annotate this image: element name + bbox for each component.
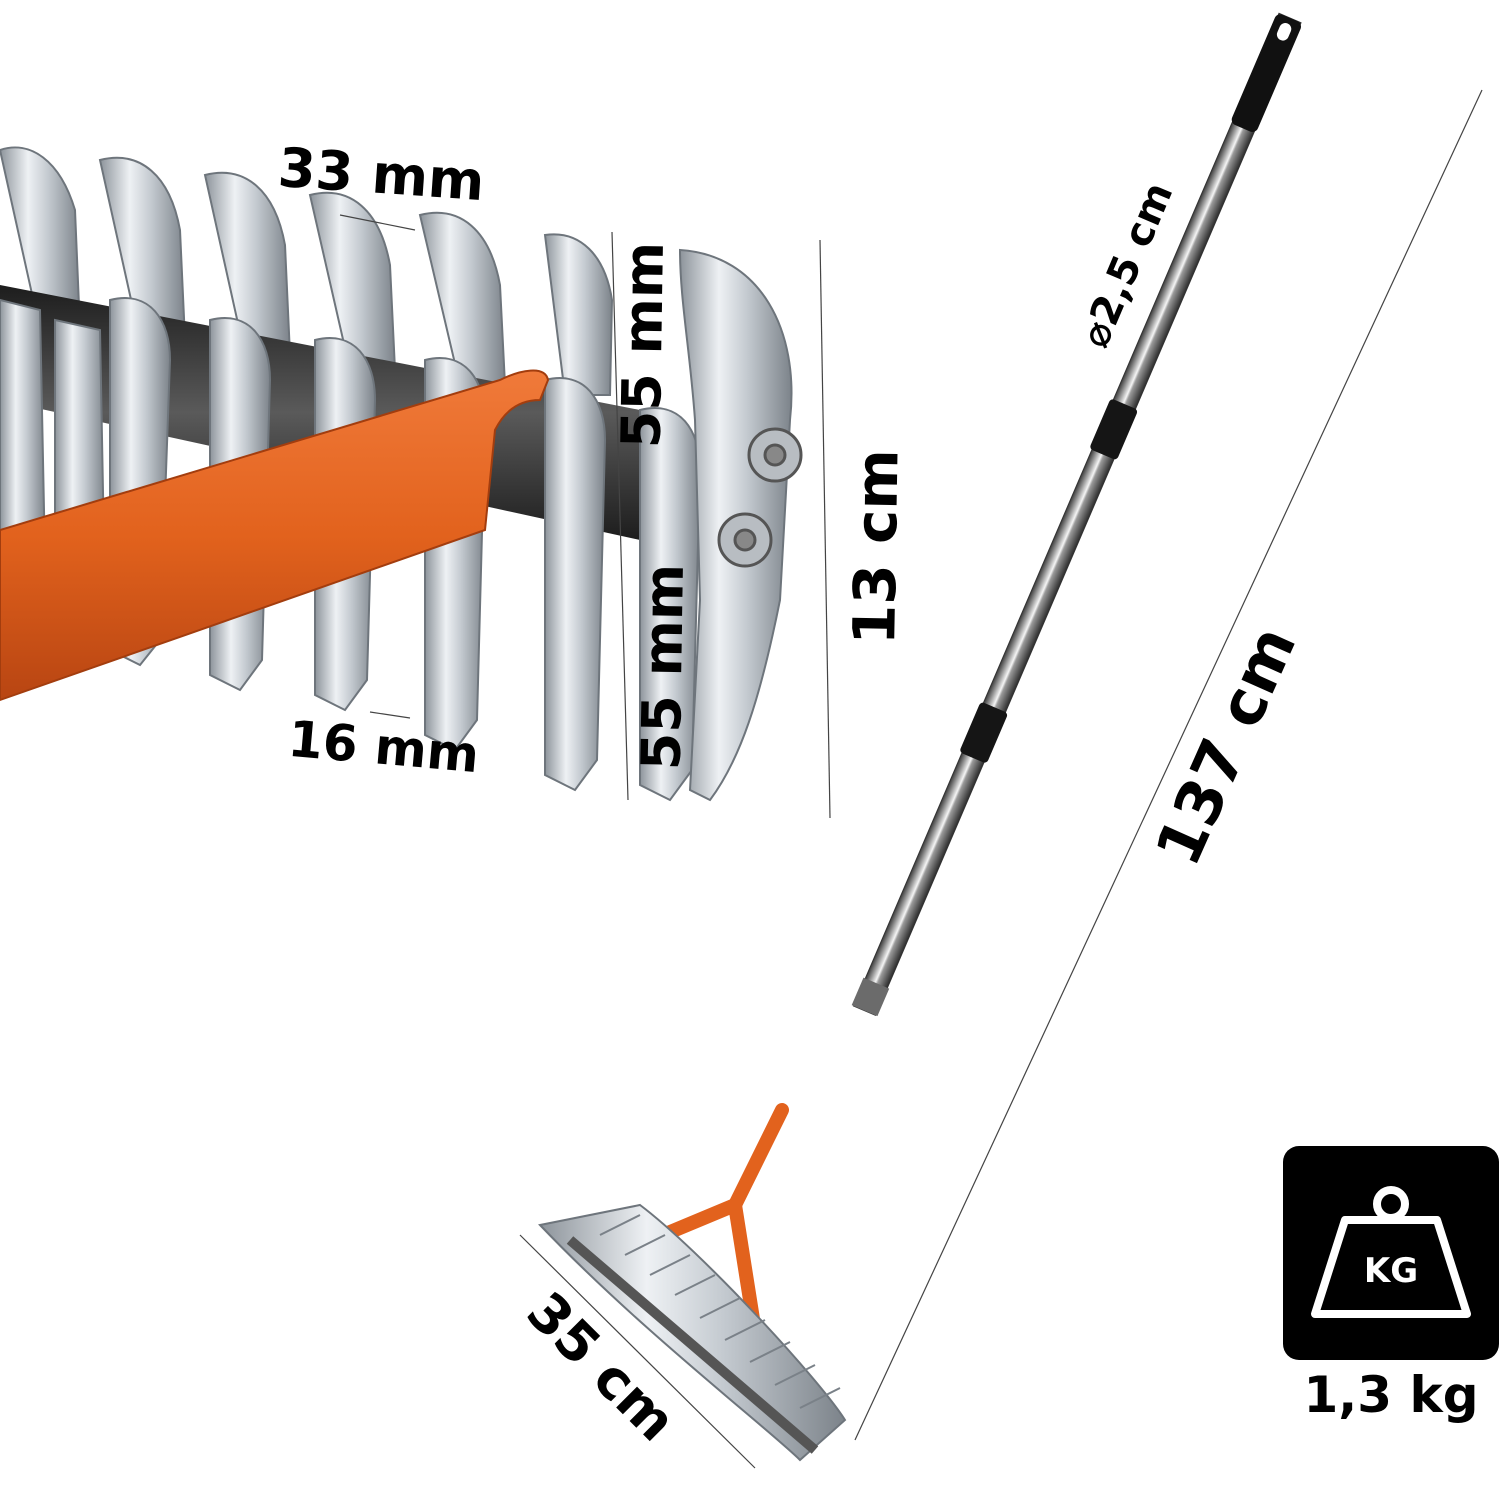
tine-upper-length-label: 55 mm [609, 241, 677, 449]
head-width-line [519, 1234, 756, 1469]
closeup-orange-frame [0, 369, 550, 702]
rake-handle [851, 12, 1302, 1017]
rake-closeup [0, 146, 803, 802]
head-height-label: 13 cm [840, 448, 912, 646]
tine-gap-line [369, 711, 411, 719]
rake-head [538, 1203, 847, 1462]
weight-kg-icon: KG [1311, 1186, 1471, 1318]
dimension-lines [339, 89, 1483, 1469]
handle-ferrule [851, 977, 890, 1017]
rake-grip [1231, 14, 1301, 132]
weight-badge: KG [1283, 1146, 1499, 1360]
total-length-line [854, 89, 1483, 1441]
closeup-bolts [717, 427, 803, 568]
tine-width-line [339, 214, 416, 231]
closeup-back-tines [0, 146, 614, 396]
head-height-line [819, 239, 831, 819]
weight-icon-label: KG [1364, 1251, 1418, 1291]
tine-lower-length-label: 55 mm [629, 563, 697, 771]
tine-length-line [611, 231, 629, 801]
tine-width-label: 33 mm [276, 135, 487, 214]
handle-collar-upper [1090, 399, 1138, 460]
weight-value: 1,3 kg [1303, 1366, 1479, 1424]
handle-collar-lower [960, 702, 1008, 763]
full-rake [538, 12, 1302, 1462]
